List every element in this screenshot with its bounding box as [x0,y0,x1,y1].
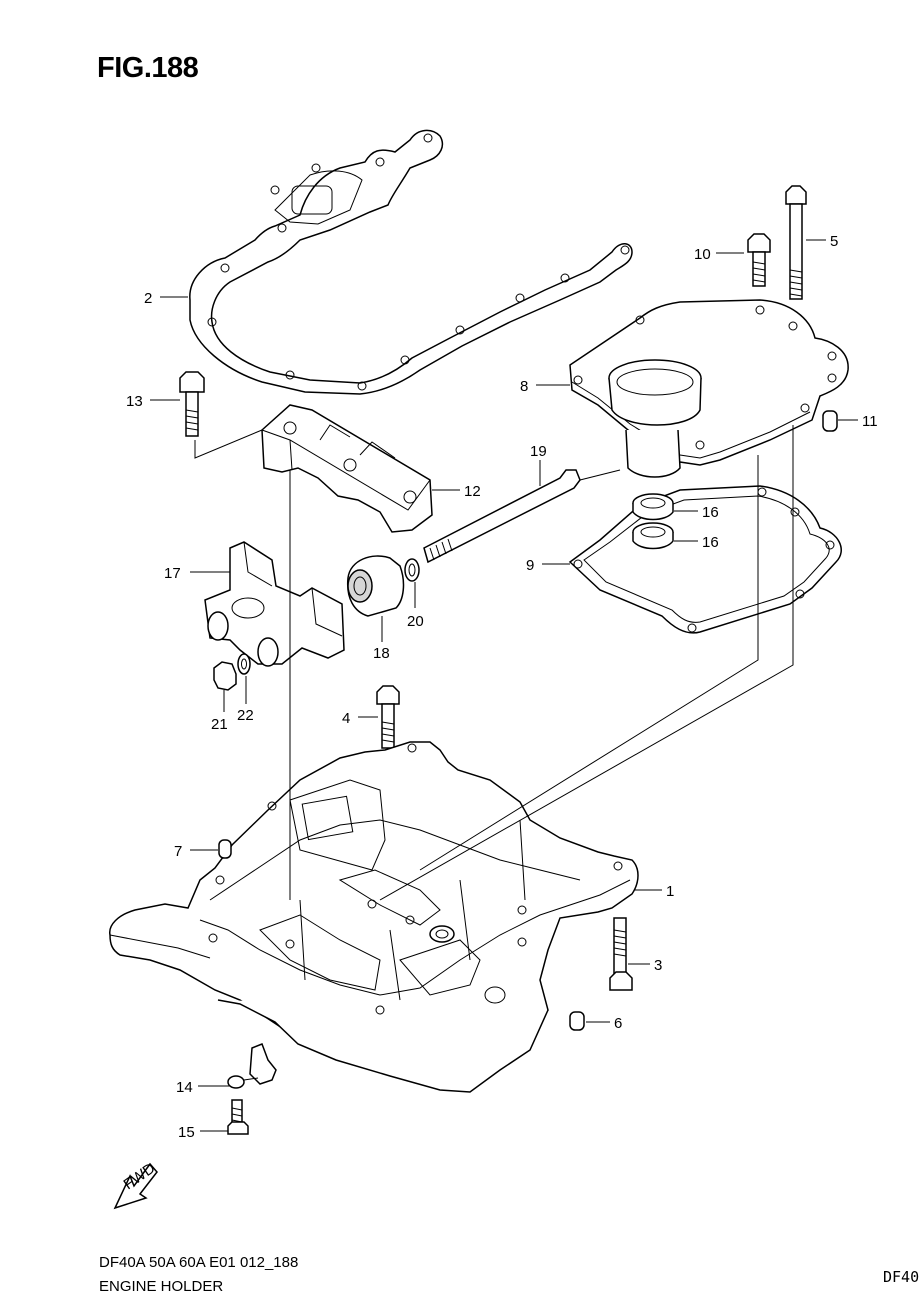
callout-labels: 1 2 3 4 5 6 7 8 9 10 11 12 13 14 15 16 1… [126,233,878,1141]
callout-7: 7 [174,843,182,860]
dowel-part-7 [218,839,232,859]
bracket-part-12 [261,404,433,533]
cover-plate-part-8 [569,299,849,478]
washer-part-22 [237,653,251,675]
callout-14: 14 [176,1079,193,1096]
gasket-part-9 [568,485,842,634]
mount-part-18 [346,555,405,617]
bolt-part-5 [785,185,807,300]
callout-9: 9 [526,557,534,574]
gasket-part-2 [189,129,633,395]
bolt-part-4 [376,685,400,749]
callout-13: 13 [126,393,143,410]
callout-2: 2 [144,290,152,307]
holder-part-17 [204,541,345,667]
forward-direction-arrow-icon: FWD [113,1160,158,1210]
bolt-part-3 [609,917,633,991]
bolt-part-19 [423,469,581,564]
callout-1: 1 [666,883,674,900]
engine-holder-part-1 [109,741,639,1093]
callout-16-a: 16 [702,504,719,521]
callout-17: 17 [164,565,181,582]
figure-title: FIG.188 [97,52,199,84]
bolt-part-10 [747,233,771,287]
seal-part-16-a [632,493,674,521]
callout-11: 11 [862,413,878,430]
seal-part-16-b [632,522,674,550]
callout-8: 8 [520,378,528,395]
fitting-part-14 [227,1043,277,1089]
callout-5: 5 [830,233,838,250]
callout-12: 12 [464,483,481,500]
nut-part-21 [213,661,237,691]
callout-10: 10 [694,246,711,263]
dowel-part-6 [569,1011,585,1031]
callout-3: 3 [654,957,662,974]
callout-20: 20 [407,613,424,630]
callout-15: 15 [178,1124,195,1141]
section-name: ENGINE HOLDER [99,1278,224,1295]
callout-16-b: 16 [702,534,719,551]
callout-18: 18 [373,645,390,662]
callout-6: 6 [614,1015,622,1032]
bolt-part-13 [179,371,205,437]
assembly-guide-lines [194,425,794,901]
model-code: DF40A 50A 60A E01 012_188 [99,1254,299,1271]
callout-19: 19 [530,443,547,460]
corner-model-tag: DF40 [883,1268,920,1286]
callout-22: 22 [237,707,254,724]
washer-part-20 [404,558,420,582]
callout-21: 21 [211,716,228,733]
callout-4: 4 [342,710,350,727]
bolt-part-15 [227,1099,249,1135]
dowel-part-11 [822,410,838,432]
callout-leaders [150,239,858,1132]
